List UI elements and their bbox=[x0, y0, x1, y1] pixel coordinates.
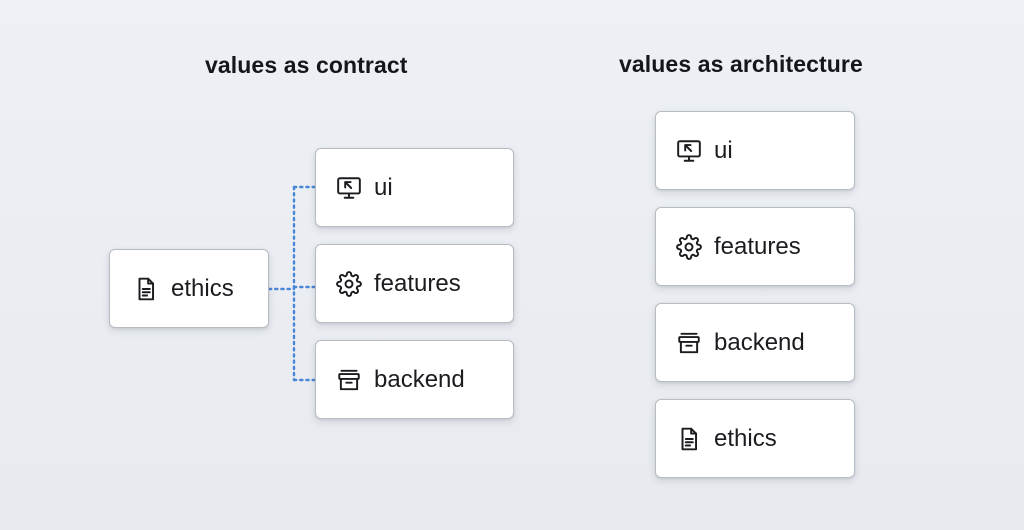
right-features-label: features bbox=[714, 232, 801, 260]
left-ui-card: ui bbox=[315, 148, 514, 227]
left-features-card: features bbox=[315, 244, 514, 323]
archive-box-icon bbox=[336, 367, 362, 393]
right-panel-title: values as architecture bbox=[619, 51, 863, 77]
left-backend-card: backend bbox=[315, 340, 514, 419]
left-panel-title: values as contract bbox=[205, 52, 408, 78]
monitor-cursor-icon bbox=[336, 175, 362, 201]
gear-icon bbox=[336, 270, 362, 297]
gear-icon bbox=[676, 233, 702, 260]
document-icon bbox=[133, 276, 159, 302]
monitor-cursor-icon bbox=[676, 138, 702, 164]
right-ethics-card: ethics bbox=[655, 399, 855, 478]
right-backend-card: backend bbox=[655, 303, 855, 382]
left-features-label: features bbox=[374, 269, 461, 297]
right-ui-card: ui bbox=[655, 111, 855, 190]
archive-box-icon bbox=[676, 330, 702, 356]
left-ethics-card: ethics bbox=[109, 249, 269, 328]
left-ui-label: ui bbox=[374, 173, 393, 201]
right-ethics-label: ethics bbox=[714, 424, 777, 452]
left-backend-label: backend bbox=[374, 365, 465, 393]
right-backend-label: backend bbox=[714, 328, 805, 356]
left-ethics-label: ethics bbox=[171, 274, 234, 302]
right-ui-label: ui bbox=[714, 136, 733, 164]
right-features-card: features bbox=[655, 207, 855, 286]
document-icon bbox=[676, 426, 702, 452]
